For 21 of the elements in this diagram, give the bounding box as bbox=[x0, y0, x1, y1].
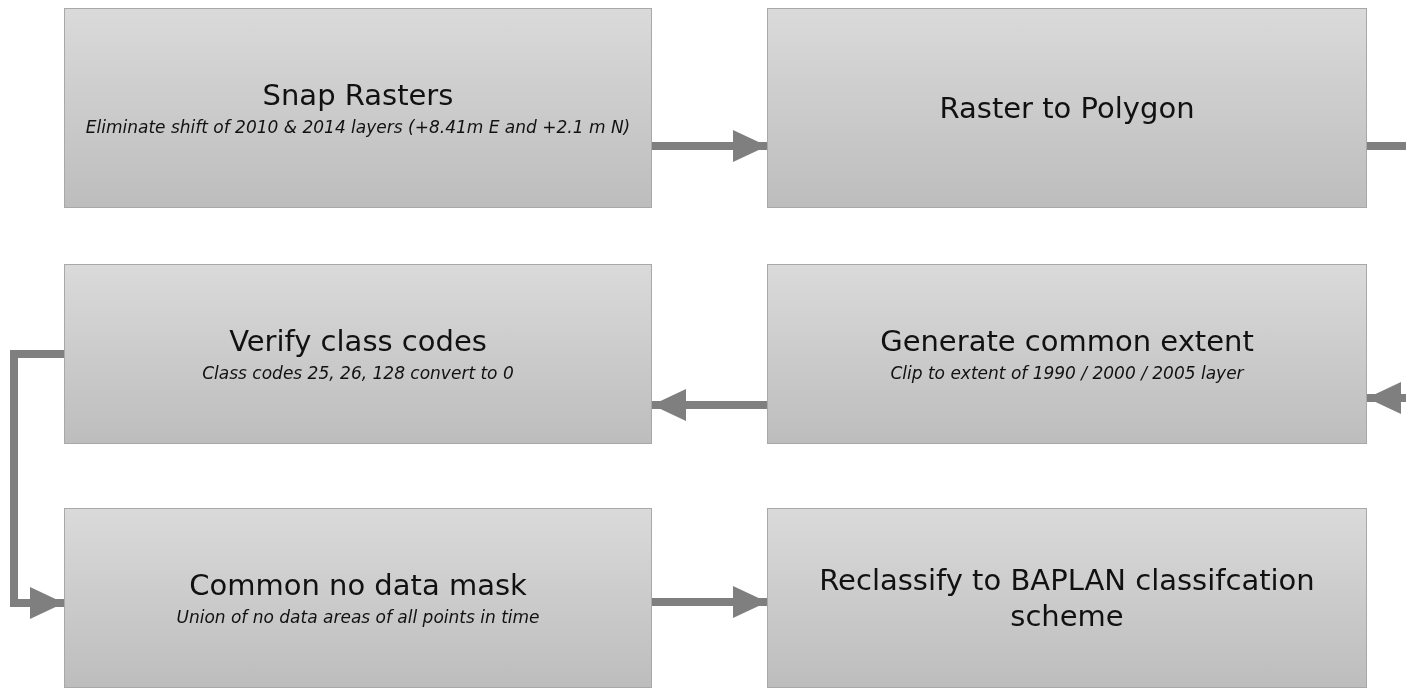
arrow bbox=[1367, 382, 1406, 414]
process-box bbox=[767, 264, 1367, 444]
step-description: Clip to extent of 1990 / 2000 / 2005 layer bbox=[890, 361, 1244, 385]
arrow bbox=[652, 586, 767, 618]
process-box bbox=[64, 8, 652, 208]
step-description: Union of no data areas of all points in time bbox=[176, 605, 540, 629]
step-title: Snap Rasters bbox=[262, 76, 454, 113]
process-box bbox=[767, 508, 1367, 688]
arrow bbox=[652, 130, 767, 162]
step-description: Class codes 25, 26, 128 convert to 0 bbox=[202, 361, 514, 385]
step-title: Reclassify to BAPLAN classifcation scheme bbox=[818, 561, 1316, 635]
step-description: Eliminate shift of 2010 & 2014 layers (+8.41m E and +2.1 m N) bbox=[85, 115, 631, 139]
process-box bbox=[767, 8, 1367, 208]
step-title: Verify class codes bbox=[229, 322, 487, 359]
arrow bbox=[652, 389, 767, 421]
process-box bbox=[64, 508, 652, 688]
step-title: Common no data mask bbox=[189, 566, 527, 603]
step-title: Generate common extent bbox=[880, 322, 1254, 359]
step-title: Raster to Polygon bbox=[939, 89, 1195, 127]
process-box bbox=[64, 264, 652, 444]
arrow bbox=[10, 350, 64, 619]
